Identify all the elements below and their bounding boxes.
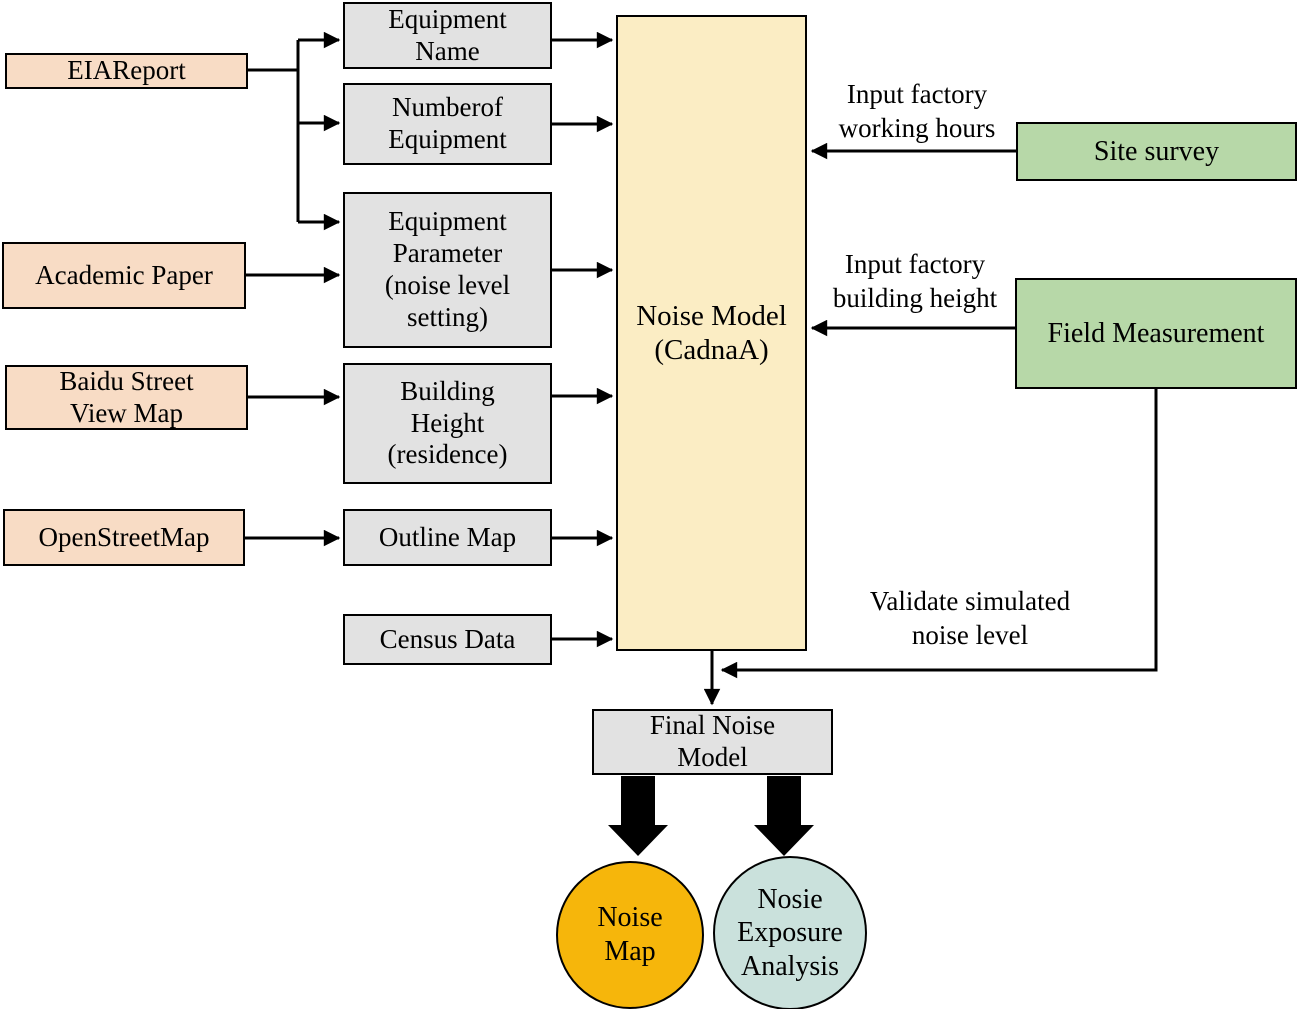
equipment-parameter-box: Equipment Parameter (noise level setting… [343, 192, 552, 348]
eia-report-box: EIAReport [5, 53, 248, 89]
final-noise-model-box: Final Noise Model [592, 709, 833, 775]
noise-exposure-analysis-circle: Nosie Exposure Analysis [713, 856, 867, 1009]
block-arrow-to-exposure-analysis [754, 776, 814, 856]
openstreetmap-box: OpenStreetMap [3, 509, 245, 566]
field-measurement-box: Field Measurement [1015, 278, 1297, 389]
noise-model-box: Noise Model (CadnaA) [616, 15, 807, 651]
baidu-street-view-map-box: Baidu Street View Map [5, 365, 248, 430]
academic-paper-box: Academic Paper [2, 242, 246, 309]
working-hours-edge-label: Input factory working hours [838, 79, 996, 143]
census-data-box: Census Data [343, 614, 552, 665]
equipment-name-box: Equipment Name [343, 2, 552, 69]
site-survey-box: Site survey [1016, 122, 1297, 181]
noise-map-circle: Noise Map [556, 861, 704, 1009]
block-arrow-to-noise-map [608, 776, 668, 856]
number-of-equipment-box: Numberof Equipment [343, 83, 552, 165]
edge-validate-loop [720, 389, 1158, 679]
building-height-edge-label: Input factory building height [832, 249, 998, 313]
validate-edge-label: Validate simulated noise level [869, 586, 1071, 650]
outline-map-box: Outline Map [343, 509, 552, 566]
building-height-box: Building Height (residence) [343, 363, 552, 484]
